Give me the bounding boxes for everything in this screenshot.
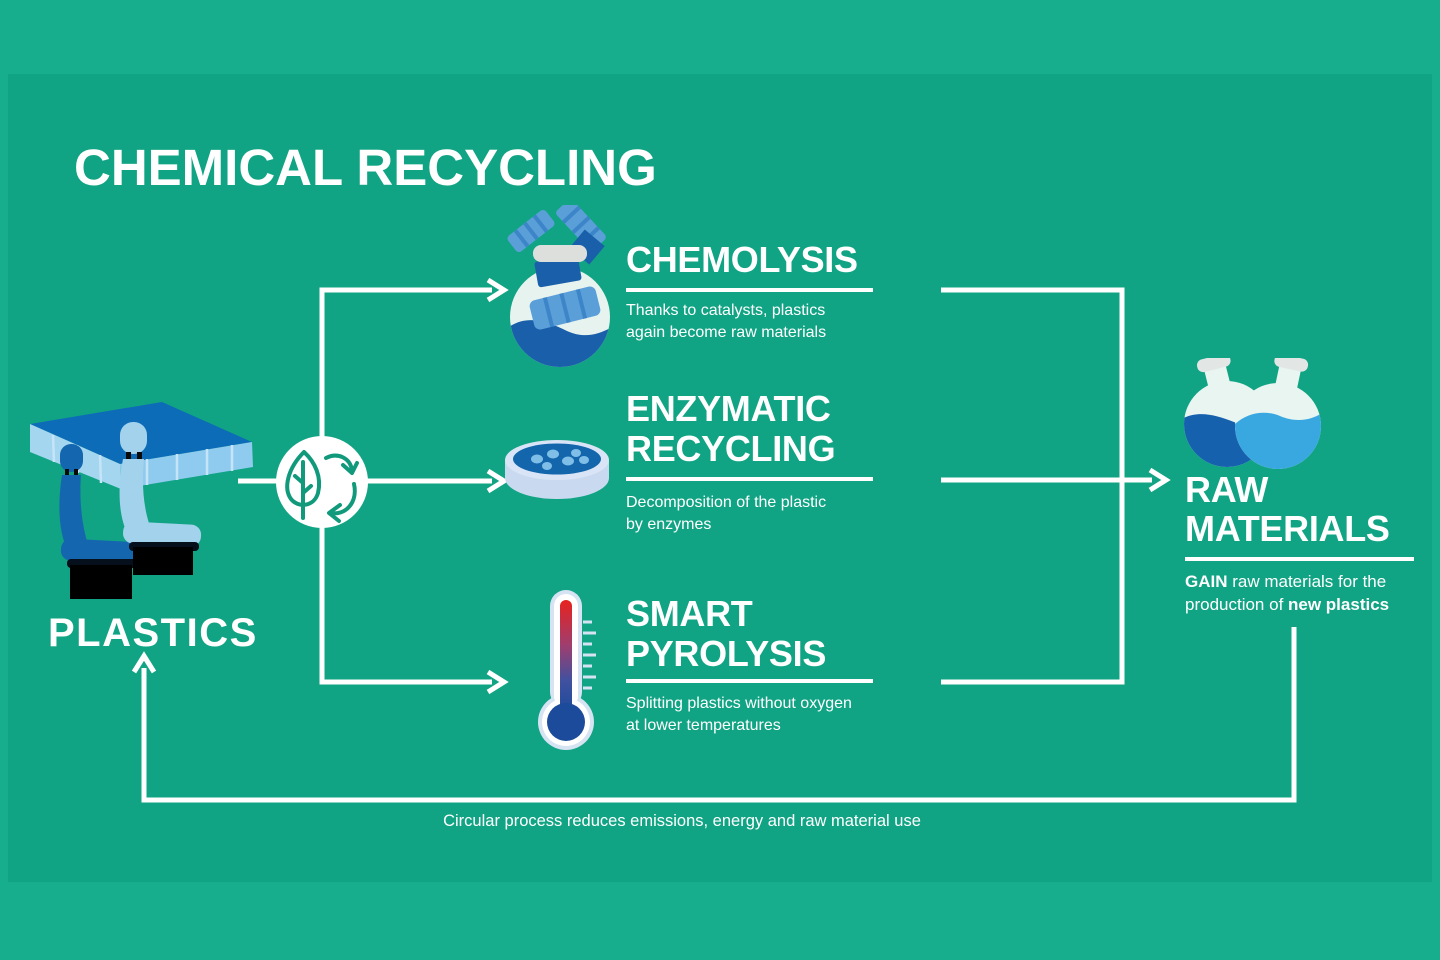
enzymatic-description: Decomposition of the plastic by enzymes (626, 494, 827, 533)
enzymatic-heading: ENZYMATIC RECYCLING (626, 388, 836, 469)
merge-bracket-line (941, 287, 1125, 685)
arrowhead-result (1148, 467, 1171, 493)
pyrolysis-heading: SMART PYROLYSIS (626, 593, 827, 674)
petri-dish-icon (497, 430, 617, 505)
enzymatic-underline (626, 477, 873, 481)
return-loop-line (141, 627, 1297, 803)
chemolysis-heading: CHEMOLYSIS (626, 239, 858, 280)
flask-icon (495, 205, 625, 375)
raw-materials-description: GAIN raw materials for the production of… (1185, 572, 1390, 614)
branch-top-line (319, 287, 492, 481)
two-flasks-icon (1178, 358, 1328, 470)
chemolysis-description: Thanks to catalysts, plastics again beco… (626, 302, 827, 341)
pyrolysis-description: Splitting plastics without oxygen at low… (626, 695, 852, 734)
footer-note: Circular process reduces emissions, ener… (443, 812, 921, 830)
arrowhead-mid (486, 468, 509, 494)
car-seats-icon (25, 395, 260, 605)
raw-materials-heading: RAW MATERIALS (1185, 469, 1390, 549)
plastics-label: PLASTICS (48, 611, 258, 655)
leaf-recycle-icon (270, 430, 374, 534)
arrowhead-bottom (486, 669, 509, 695)
thermometer-icon (527, 586, 607, 754)
page-title: CHEMICAL RECYCLING (74, 139, 657, 196)
branch-bottom-line (319, 481, 492, 685)
pyrolysis-underline (626, 679, 873, 683)
raw-materials-underline (1185, 557, 1414, 561)
arrowhead-top (486, 277, 509, 303)
arrowhead-return (131, 651, 157, 674)
chemolysis-underline (626, 288, 873, 292)
